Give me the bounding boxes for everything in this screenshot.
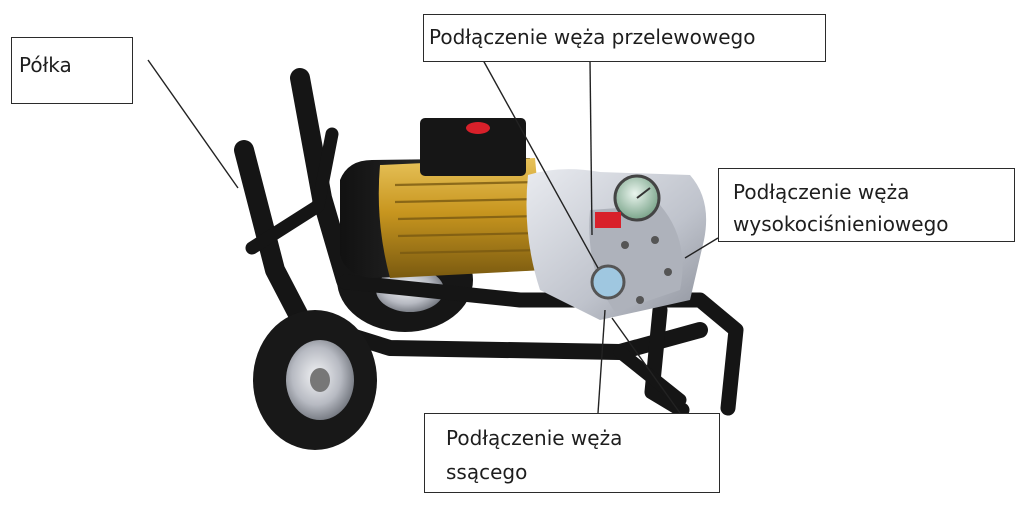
leader-line-high-pressure (684, 237, 719, 259)
label-high-pressure-hose: Podłączenie węża wysokociśnieniowego (718, 168, 1015, 242)
label-high-pressure-hose-line1: Podłączenie węża (733, 180, 910, 204)
label-overflow-hose: Podłączenie węża przelewowego (423, 14, 826, 62)
label-high-pressure-hose-line2: wysokociśnieniowego (733, 212, 949, 236)
power-switch (466, 122, 490, 134)
leader-lines (147, 59, 719, 414)
suction-port (590, 264, 626, 300)
electric-motor (340, 118, 545, 278)
label-suction-hose-line2: ssącego (446, 460, 528, 484)
leader-line-suction-2 (611, 317, 681, 414)
label-suction-hose: Podłączenie węża ssącego (424, 413, 720, 493)
pump-head (526, 169, 707, 320)
label-suction-hose-line1: Podłączenie węża (446, 426, 623, 450)
leader-line-shelf (147, 59, 239, 189)
leader-line-suction (597, 309, 606, 414)
leader-line-overflow-2 (589, 59, 593, 236)
leader-line-overflow (482, 59, 599, 269)
label-shelf: Półka (11, 37, 133, 104)
overflow-valve (595, 212, 621, 228)
front-wheel (253, 310, 377, 450)
label-shelf-text: Półka (19, 53, 72, 77)
terminal-box (420, 118, 526, 176)
label-overflow-hose-text: Podłączenie węża przelewowego (429, 25, 756, 49)
